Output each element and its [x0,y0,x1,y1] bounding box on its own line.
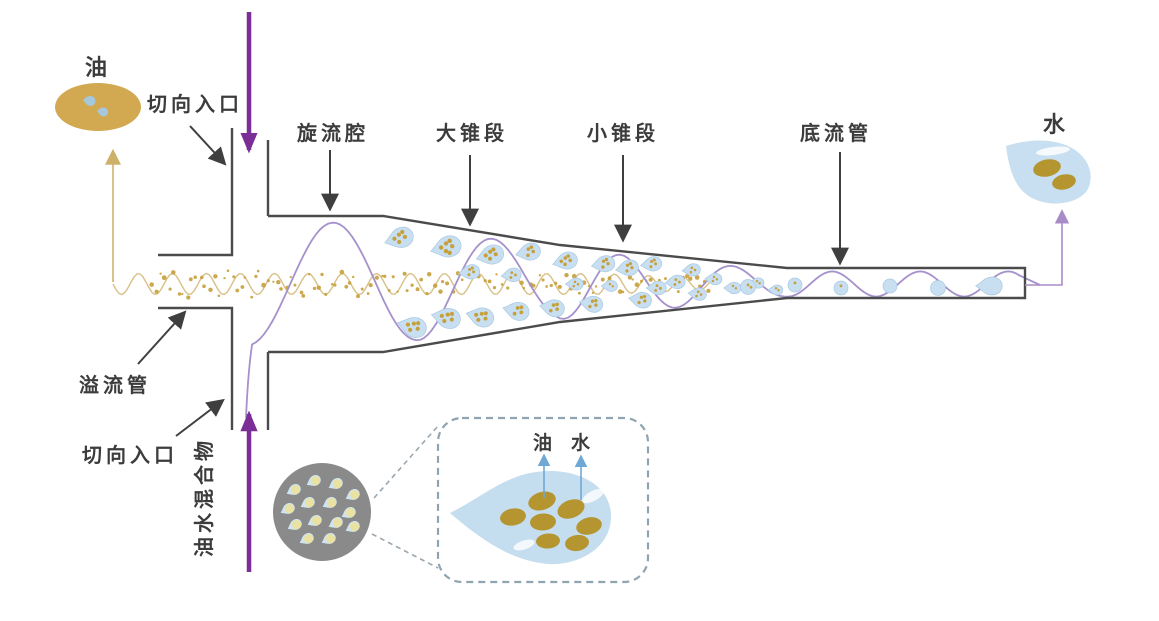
oil-blob-icon [55,83,141,131]
water-outlet-arrow [1025,209,1070,286]
label-pointers [137,125,849,437]
inset-separation-arrows [537,453,588,500]
label-overflow-pipe: 溢流管 [79,373,151,397]
label-oil-outlet: 油 [85,55,109,80]
inset-label-water: 水 [571,432,591,454]
inset-label-oil: 油 [533,432,553,454]
magnifier-connector-lines [371,425,439,569]
dispersed-droplets-group [384,226,1003,338]
swirl-flow-line [245,221,1041,419]
pointer-overflow-pipe [137,310,187,365]
hydrocyclone-outline [158,128,1027,430]
water-droplet-icon [1006,140,1091,204]
pointer-tangential-inlet-bottom [175,398,225,437]
label-water-outlet: 水 [1043,112,1067,137]
label-oil-water-mixture: 油水混合物 [192,437,216,557]
label-tangential-inlet-top: 切向入口 [147,92,243,116]
body-outline [268,214,1027,354]
inset-droplet-icon [450,470,612,565]
label-tangential-inlet-bottom: 切向入口 [82,443,178,467]
overflow-pipe-bottom-wall [158,306,234,430]
label-underflow-pipe: 底流管 [800,121,872,145]
mixture-circle-icon [273,463,371,561]
label-swirl-chamber: 旋流腔 [296,121,369,145]
label-large-cone: 大锥段 [436,121,508,145]
pointer-tangential-inlet-top [189,125,227,166]
label-small-cone: 小锥段 [587,121,659,145]
mixture-droplets [280,475,360,544]
top-inlet-left-wall [158,128,234,257]
